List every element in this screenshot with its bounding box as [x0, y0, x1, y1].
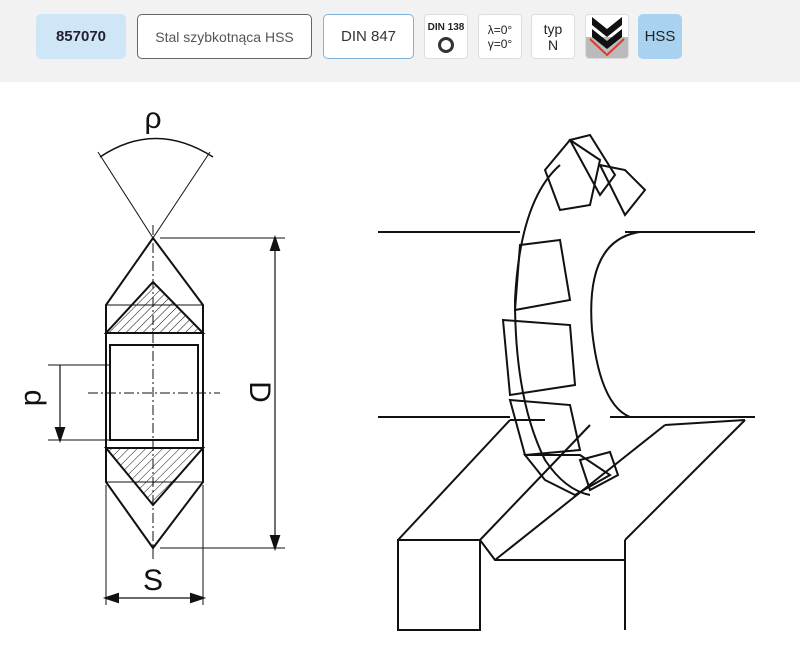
type-label: typ — [543, 20, 563, 37]
header-bar: 857070 Stal szybkotnąca HSS DIN 847 DIN … — [0, 0, 800, 82]
din138-label: DIN 138 — [427, 21, 465, 33]
type-icon: typ N — [531, 14, 575, 59]
cross-section-view — [48, 137, 285, 605]
angle-label: ρ — [144, 102, 161, 135]
hss-badge: HSS — [638, 14, 682, 59]
din138-icon: DIN 138 — [424, 14, 468, 59]
ring-icon — [438, 36, 454, 53]
chevron-hardness-icon — [585, 14, 629, 59]
angles-icon: λ=0° γ=0° — [478, 14, 522, 59]
standard-badge: DIN 847 — [323, 14, 414, 59]
gamma-angle: γ=0° — [487, 36, 513, 51]
diameter-label: D — [243, 381, 276, 403]
material-badge: Stal szybkotnąca HSS — [137, 14, 312, 59]
technical-drawing: ρ D d S — [18, 102, 755, 631]
bore-label: d — [18, 390, 51, 407]
lambda-angle: λ=0° — [487, 22, 513, 37]
product-code-badge: 857070 — [36, 14, 126, 59]
isometric-view — [378, 133, 755, 631]
width-label: S — [143, 564, 163, 597]
type-value: N — [547, 36, 559, 53]
